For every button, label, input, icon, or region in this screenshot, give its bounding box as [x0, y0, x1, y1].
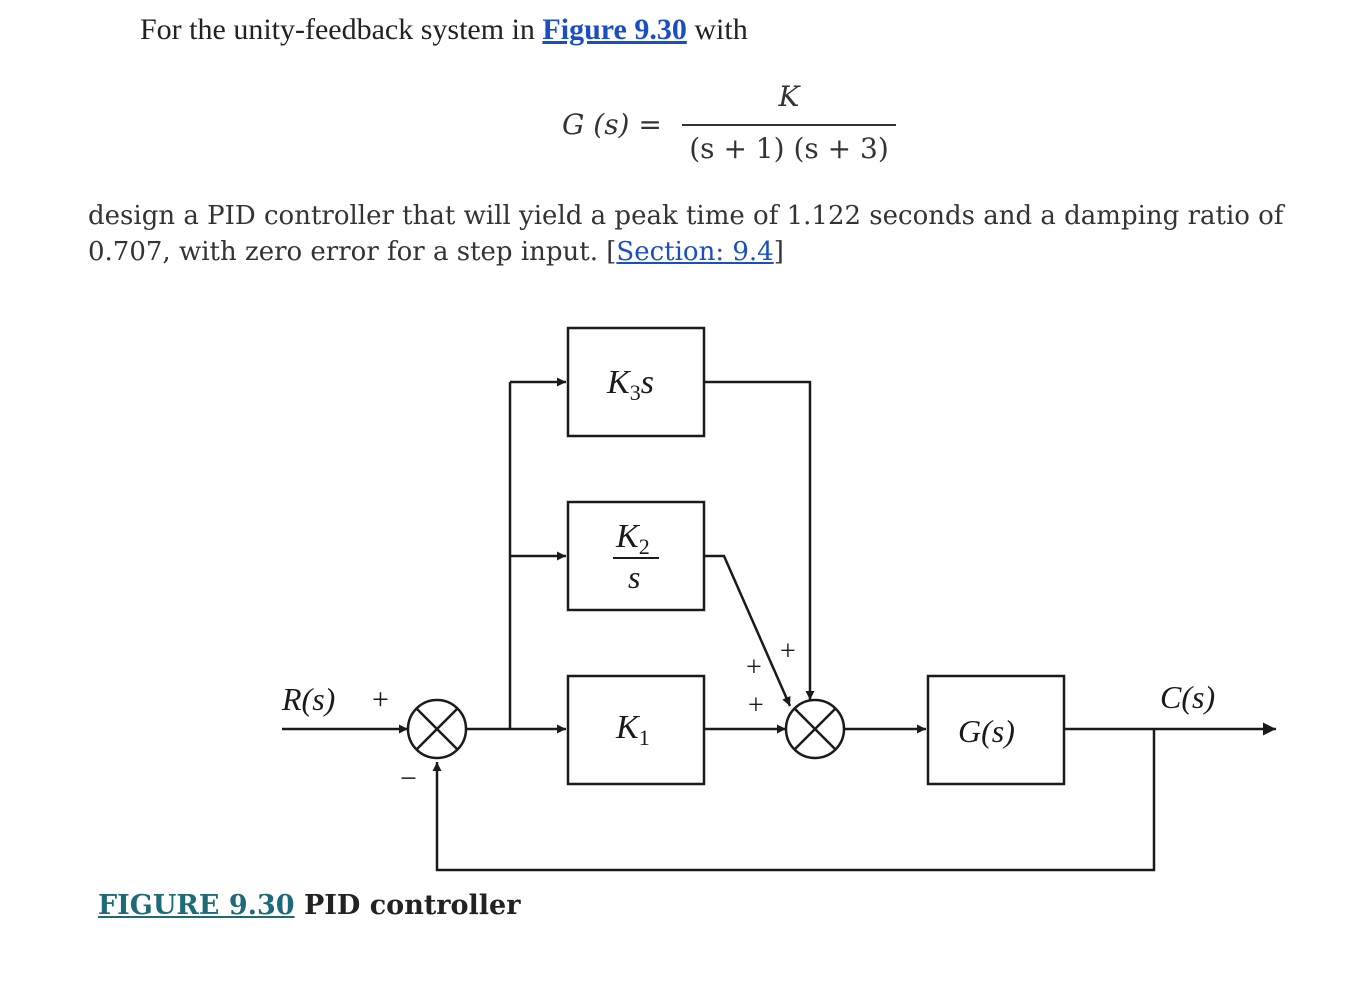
task-text: design a PID controller that will yield …	[88, 201, 1284, 267]
integral-plus-sign: +	[746, 652, 762, 683]
summing-junction-2	[784, 698, 846, 760]
plant-label: G(s)	[958, 713, 1015, 749]
equation-lhs: G (s) =	[562, 108, 662, 141]
fraction-bar	[682, 124, 896, 126]
input-plus-sign: +	[372, 683, 389, 716]
integral-output-line	[704, 554, 792, 707]
derivative-plus-sign: +	[780, 636, 796, 667]
proportional-gain-label: K1	[615, 709, 650, 750]
intro-text-before: For the unity-feedback system in	[140, 13, 543, 46]
output-label: C(s)	[1160, 679, 1215, 715]
transfer-function-equation: G (s) = K (s + 1) (s + 3)	[0, 80, 1364, 180]
input-label: R(s)	[281, 681, 335, 717]
figure-caption-link[interactable]: FIGURE 9.30	[98, 890, 295, 921]
figure-caption: FIGURE 9.30 PID controller	[98, 890, 520, 921]
summing-junction-1	[406, 698, 468, 760]
equation-numerator: K	[778, 80, 800, 113]
task-close: ]	[773, 237, 784, 267]
figure-caption-title: PID controller	[294, 890, 521, 921]
integral-gain-label: K2	[615, 518, 650, 559]
task-paragraph: design a PID controller that will yield …	[88, 198, 1328, 270]
intro-text-after: with	[686, 13, 748, 46]
feedback-line	[432, 729, 1156, 872]
proportional-plus-sign: +	[748, 690, 764, 721]
integral-denominator-label: s	[628, 559, 640, 595]
feedback-minus-sign: −	[400, 762, 417, 795]
figure-link[interactable]: Figure 9.30	[542, 13, 687, 46]
derivative-gain-label: K3s	[606, 364, 654, 405]
intro-sentence: For the unity-feedback system in Figure …	[140, 10, 748, 50]
section-link[interactable]: Section: 9.4	[616, 237, 774, 267]
equation-denominator: (s + 1) (s + 3)	[689, 132, 889, 165]
derivative-output-line	[704, 380, 815, 700]
